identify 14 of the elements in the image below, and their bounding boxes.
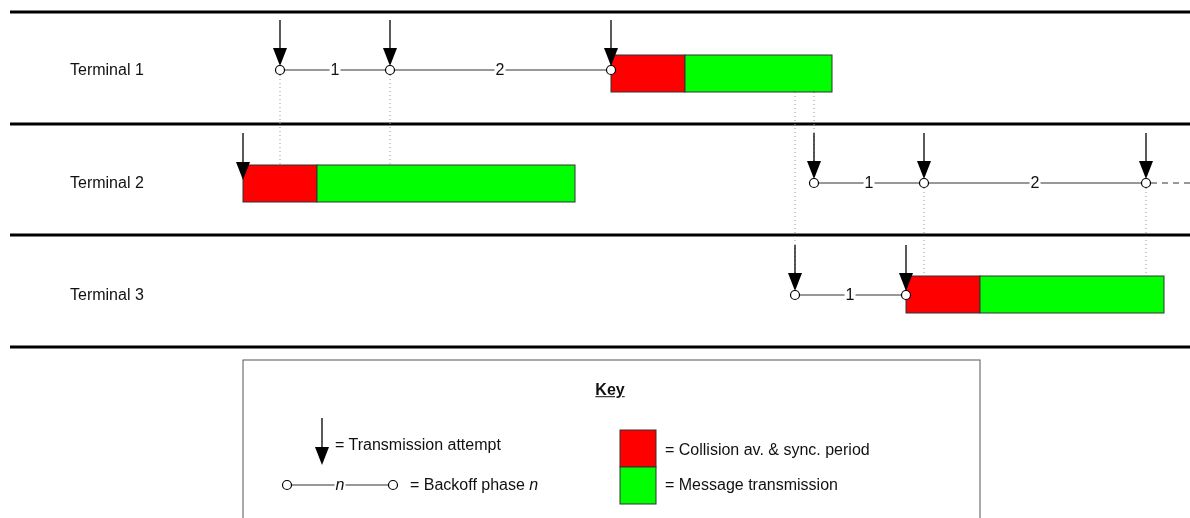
message-transmission-bar: [684, 54, 833, 93]
collision-period-bar: [610, 54, 686, 93]
collision-period-bar: [905, 275, 981, 314]
key-heading: Key: [594, 381, 626, 399]
message-transmission-bar: [316, 164, 576, 203]
legend-text: = Backoff phase n: [410, 476, 539, 494]
row-label: Terminal 3: [70, 286, 144, 304]
legend-text: = Message transmission: [665, 476, 838, 494]
row-label: Terminal 2: [70, 174, 144, 192]
legend-text: = Collision av. & sync. period: [665, 441, 870, 459]
row-label: Terminal 1: [70, 61, 144, 79]
legend-text: = Transmission attempt: [335, 436, 501, 454]
message-transmission-bar: [979, 275, 1165, 314]
collision-period-bar: [242, 164, 318, 203]
